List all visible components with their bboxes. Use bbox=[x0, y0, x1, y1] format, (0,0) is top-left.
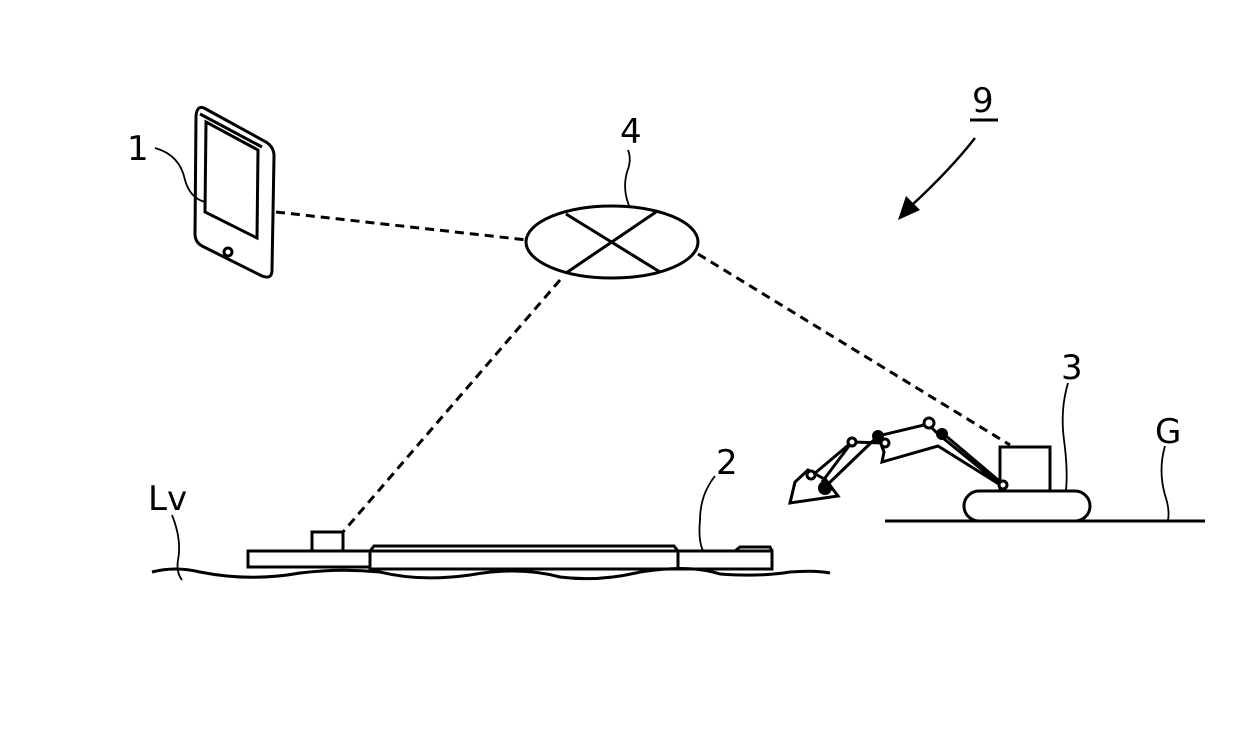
label-g: G bbox=[1155, 412, 1181, 452]
leader-line-4 bbox=[624, 149, 631, 209]
label-3: 3 bbox=[1061, 348, 1083, 388]
label-4: 4 bbox=[620, 112, 642, 152]
link-network-ship bbox=[341, 279, 562, 533]
water-surface bbox=[151, 566, 831, 581]
leader-line-g bbox=[1160, 445, 1170, 521]
link-terminal-network bbox=[275, 210, 528, 242]
leader-line-lv bbox=[171, 514, 183, 581]
network-icon bbox=[524, 204, 700, 280]
ship-icon bbox=[246, 530, 774, 571]
leader-line-1 bbox=[154, 147, 206, 203]
arrow-icon bbox=[898, 137, 976, 220]
label-2: 2 bbox=[716, 443, 738, 483]
label-9: 9 bbox=[972, 81, 994, 121]
link-network-excavator bbox=[697, 252, 1011, 447]
label-1: 1 bbox=[127, 129, 149, 169]
leader-line-3 bbox=[1061, 382, 1069, 491]
leader-line-2 bbox=[698, 475, 716, 552]
label-lv: Lv bbox=[148, 479, 187, 519]
tablet-terminal-icon bbox=[193, 105, 276, 279]
excavator-icon bbox=[788, 416, 1092, 523]
